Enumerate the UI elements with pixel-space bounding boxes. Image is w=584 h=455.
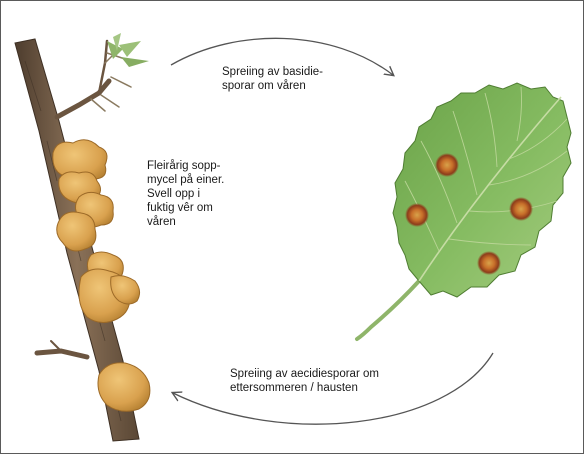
rust-spot <box>477 251 501 275</box>
mycelium-description: Fleirårig sopp- mycel på einer. Svell op… <box>147 159 224 229</box>
gall-8 <box>98 363 150 412</box>
label-line: Fleirårig sopp- <box>147 159 224 173</box>
label-line: våren <box>147 215 224 229</box>
label-line: Spreiing av basidie- <box>222 65 323 79</box>
spring-spread-label: Spreiing av basidie- sporar om våren <box>222 65 323 93</box>
rust-spot <box>509 197 533 221</box>
rust-spot <box>435 153 459 177</box>
label-line: ettersommeren / hausten <box>230 381 379 395</box>
label-line: Spreiing av aecidiesporar om <box>230 367 379 381</box>
label-line: mycel på einer. <box>147 173 224 187</box>
label-line: sporar om våren <box>222 79 323 93</box>
gall-4 <box>57 212 96 251</box>
rust-spot <box>405 203 429 227</box>
label-line: fuktig vêr om <box>147 201 224 215</box>
host-leaf <box>357 83 571 339</box>
label-line: Svell opp i <box>147 187 224 201</box>
autumn-spread-label: Spreiing av aecidiesporar om ettersommer… <box>230 367 379 395</box>
